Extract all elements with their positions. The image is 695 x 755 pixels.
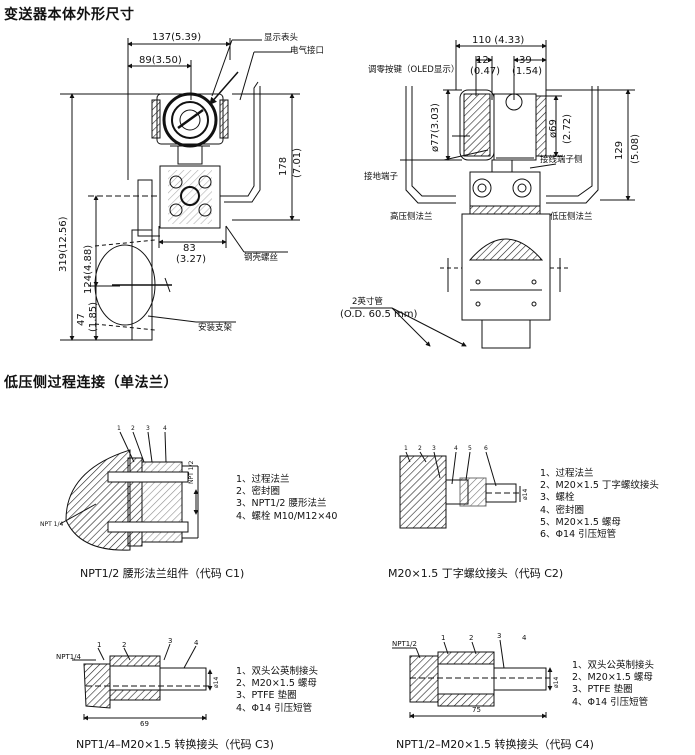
c2-legend: 1、过程法兰 2、M20×1.5 丁字螺纹接头 3、螺栓 4、密封圈 5、M20… bbox=[540, 468, 659, 541]
dim-137: 137(5.39) bbox=[152, 32, 202, 43]
c3-caption: NPT1/4–M20×1.5 转换接头（代码 C3) bbox=[76, 738, 274, 751]
label-electrical-port: 电气接口 bbox=[290, 46, 325, 56]
c2-drawing bbox=[399, 451, 521, 529]
c4-item-3: 3、PTFE 垫圈 bbox=[572, 684, 633, 696]
label-steel-bolt: 钢壳螺丝 bbox=[244, 253, 279, 263]
c4-item-4: 4、Φ14 引压短管 bbox=[572, 696, 649, 708]
c1-item-2: 2、密封圈 bbox=[236, 486, 281, 498]
c2-callout-6: 6 bbox=[484, 445, 488, 452]
c1-callout-2: 2 bbox=[131, 425, 135, 432]
c4-npt: NPT1/2 bbox=[392, 640, 417, 648]
dim-39-in: (1.54) bbox=[512, 66, 543, 77]
label-mount-bracket: 安装支架 bbox=[198, 323, 233, 333]
dim-39: 39 bbox=[519, 55, 532, 66]
c1-callout-4: 4 bbox=[163, 425, 167, 432]
c1-item-3: 3、NPT1/2 腰形法兰 bbox=[236, 498, 327, 510]
c3-callout-2: 2 bbox=[122, 641, 127, 649]
label-terminal-side: 接线端子侧 bbox=[540, 155, 583, 165]
c2-item-2: 2、M20×1.5 丁字螺纹接头 bbox=[540, 480, 659, 492]
dim-47: 47 bbox=[76, 313, 87, 326]
c4-item-2: 2、M20×1.5 螺母 bbox=[572, 672, 653, 684]
c1-callout-3: 3 bbox=[146, 425, 150, 432]
c3-drawing bbox=[72, 643, 213, 721]
c3-callout-3: 3 bbox=[168, 637, 173, 645]
c4-callout-3: 3 bbox=[497, 632, 502, 640]
dim-12-in: (0.47) bbox=[470, 66, 501, 77]
c2-callout-1: 1 bbox=[404, 445, 408, 452]
label-ground-terminal: 接地端子 bbox=[364, 172, 399, 182]
c4-dia: ø14 bbox=[553, 676, 560, 688]
c1-npt-left: NPT 1/4 bbox=[40, 521, 64, 528]
c3-legend: 1、双头公英制接头 2、M20×1.5 螺母 3、PTFE 垫圈 4、Φ14 引… bbox=[236, 666, 318, 715]
dim-83: 83 bbox=[183, 243, 196, 254]
section-title-lp-connection: 低压侧过程连接（单法兰） bbox=[4, 375, 178, 391]
dim-124: 124(4.88) bbox=[83, 244, 94, 294]
dim-129: 129 bbox=[614, 140, 625, 160]
c3-len: 69 bbox=[140, 720, 149, 728]
c2-caption: M20×1.5 丁字螺纹接头（代码 C2) bbox=[388, 567, 564, 580]
dim-110: 110 (4.33) bbox=[472, 35, 525, 46]
c4-callout-2: 2 bbox=[469, 634, 474, 642]
c2-item-1: 1、过程法兰 bbox=[540, 468, 594, 479]
c2-callout-2: 2 bbox=[418, 445, 422, 452]
c2-callout-4: 4 bbox=[454, 445, 458, 452]
c4-item-1: 1、双头公英制接头 bbox=[572, 660, 655, 671]
label-display-cover: 显示表头 bbox=[264, 33, 299, 43]
c4-callout-4: 4 bbox=[522, 634, 527, 642]
dim-178-in: (7.01) bbox=[292, 147, 303, 178]
c1-item-4: 4、螺栓 M10/M12×40 bbox=[236, 510, 338, 522]
c3-dia: ø14 bbox=[213, 676, 220, 688]
c2-dia: ø14 bbox=[522, 488, 529, 500]
c2-item-5: 5、M20×1.5 螺母 bbox=[540, 516, 621, 528]
dim-d77: ø77(3.03) bbox=[430, 103, 441, 152]
c4-caption: NPT1/2–M20×1.5 转换接头（代码 C4) bbox=[396, 738, 594, 751]
c3-item-4: 4、Φ14 引压短管 bbox=[236, 702, 313, 714]
c2-item-4: 4、密封圈 bbox=[540, 504, 585, 516]
dim-12: 12 bbox=[476, 55, 489, 66]
label-pipe-od: (O.D. 60.5 mm) bbox=[340, 309, 418, 320]
dim-47-in: (1.85) bbox=[88, 301, 99, 332]
label-lp-flange: 低压侧法兰 bbox=[550, 212, 593, 222]
c1-drawing bbox=[59, 431, 199, 551]
c2-callout-5: 5 bbox=[468, 445, 472, 452]
c2-item-6: 6、Φ14 引压短管 bbox=[540, 529, 617, 541]
dim-319: 319(12.56) bbox=[58, 216, 69, 272]
c3-item-2: 2、M20×1.5 螺母 bbox=[236, 678, 317, 690]
right-view-drawing bbox=[350, 40, 635, 349]
dim-83-in: (3.27) bbox=[176, 254, 207, 265]
c4-len: 75 bbox=[472, 706, 481, 714]
c1-callout-1: 1 bbox=[117, 425, 121, 432]
dim-d69: ø69 bbox=[548, 119, 559, 138]
c4-callout-1: 1 bbox=[441, 634, 446, 642]
section-title-dimensions: 变送器本体外形尺寸 bbox=[4, 7, 135, 23]
dim-178: 178 bbox=[278, 156, 289, 176]
label-zero-key: 调零按键（OLED显示） bbox=[368, 65, 460, 75]
c2-callout-3: 3 bbox=[432, 445, 436, 452]
label-hp-flange: 高压侧法兰 bbox=[390, 212, 433, 222]
c1-item-1: 1、过程法兰 bbox=[236, 474, 290, 485]
c1-caption: NPT1/2 腰形法兰组件（代码 C1) bbox=[80, 567, 245, 580]
c1-npt-right: NPT 1/2 bbox=[188, 460, 195, 484]
label-pipe-2in: 2英寸管 bbox=[352, 297, 383, 307]
c3-callout-1: 1 bbox=[97, 641, 102, 649]
c4-drawing bbox=[392, 639, 553, 719]
c4-legend: 1、双头公英制接头 2、M20×1.5 螺母 3、PTFE 垫圈 4、Φ14 引… bbox=[572, 660, 654, 709]
dim-129-in: (5.08) bbox=[630, 133, 641, 164]
left-view-drawing bbox=[60, 38, 300, 341]
dim-89: 89(3.50) bbox=[139, 55, 182, 66]
dim-d69-in: (2.72) bbox=[562, 113, 573, 144]
c3-callout-4: 4 bbox=[194, 639, 199, 647]
c2-item-3: 3、螺栓 bbox=[540, 492, 575, 504]
c1-legend: 1、过程法兰 2、密封圈 3、NPT1/2 腰形法兰 4、螺栓 M10/M12×… bbox=[236, 474, 337, 523]
c3-item-3: 3、PTFE 垫圈 bbox=[236, 690, 297, 702]
c3-item-1: 1、双头公英制接头 bbox=[236, 666, 319, 677]
c3-npt: NPT1/4 bbox=[56, 653, 81, 661]
